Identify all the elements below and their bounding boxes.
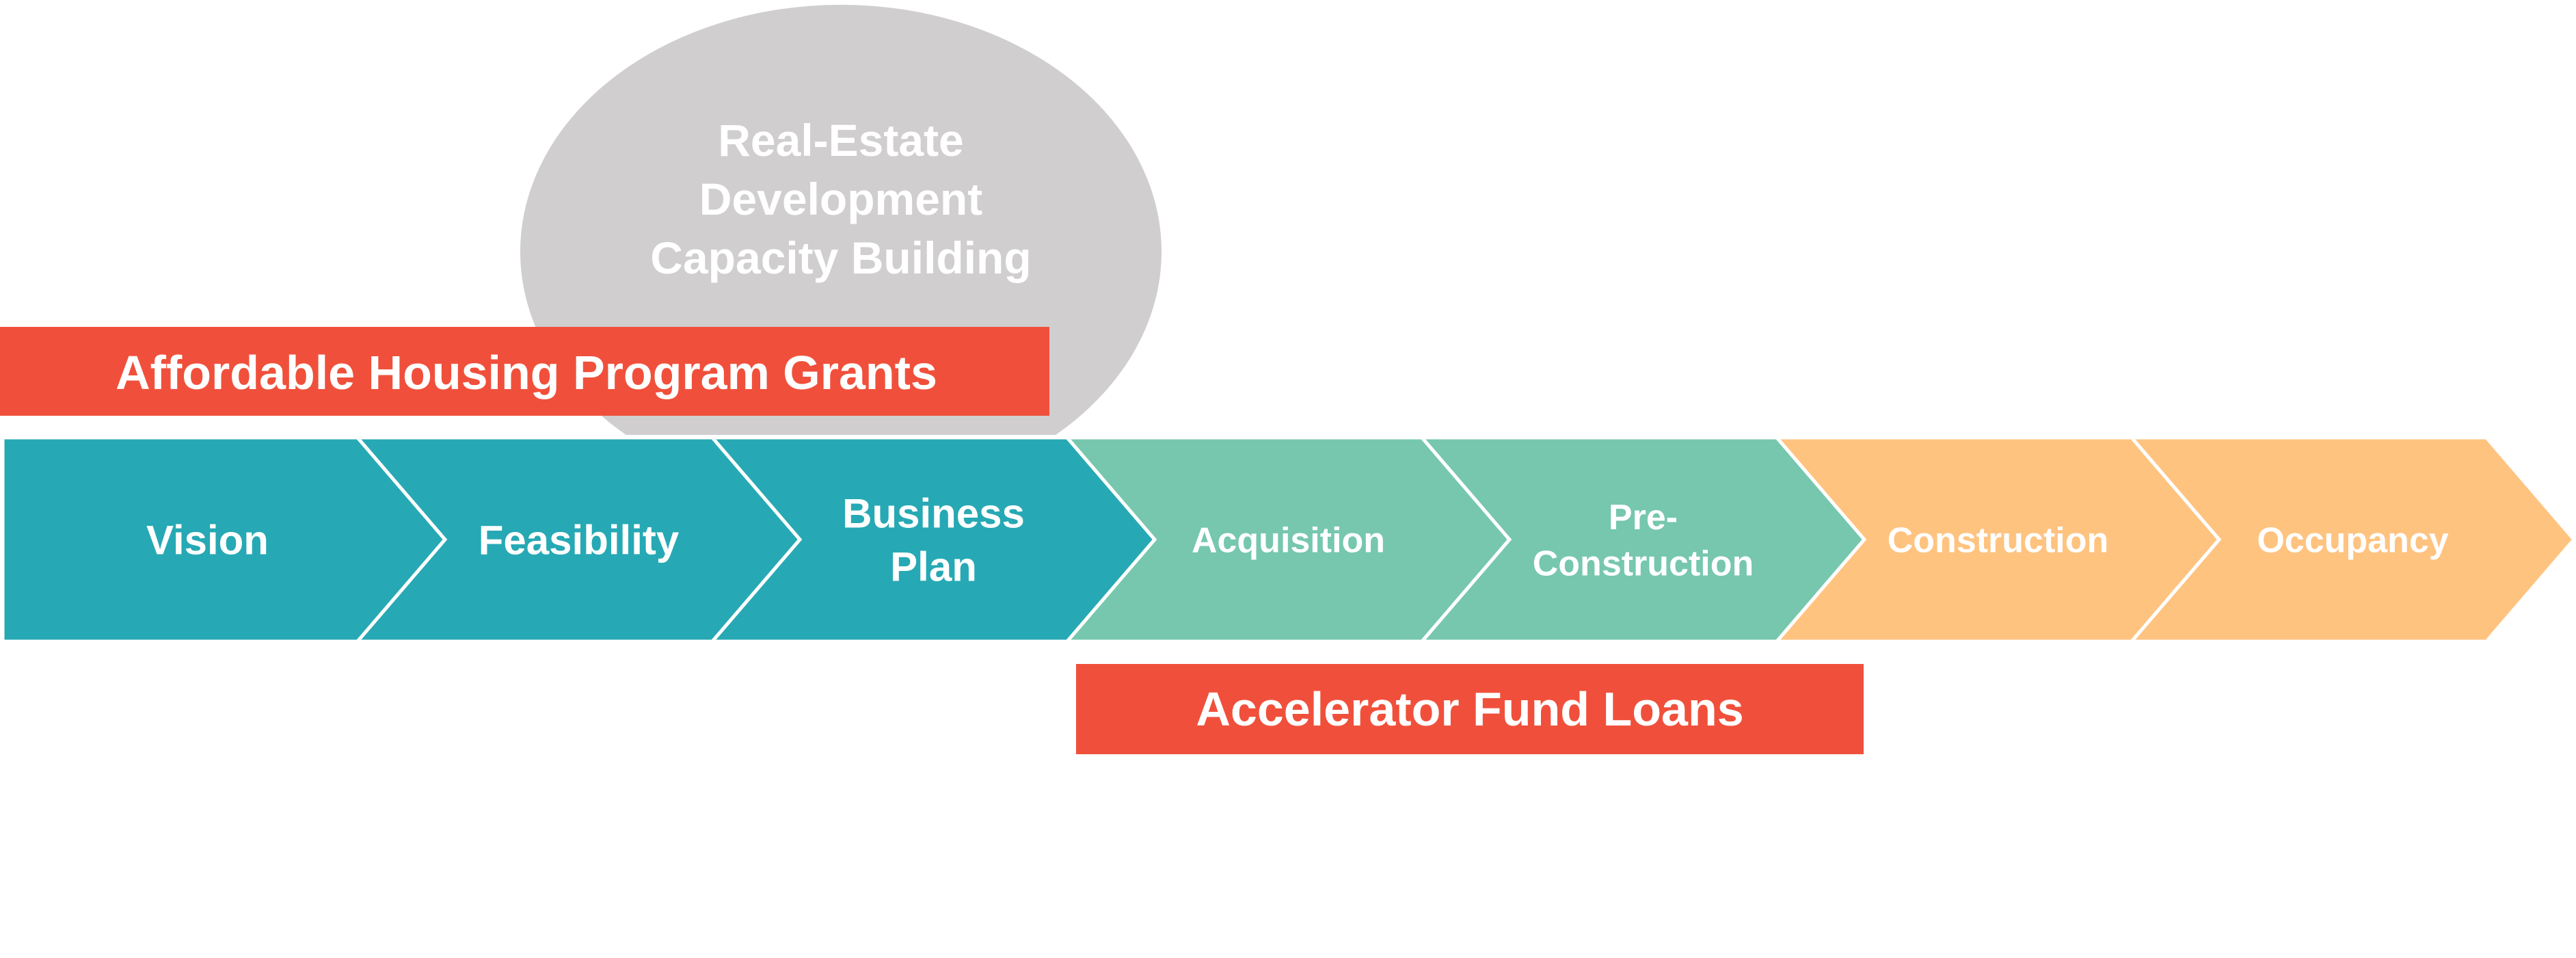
stage-label: Pre- — [1609, 498, 1678, 537]
capacity-building-label: Real-Estate Development Capacity Buildin… — [650, 115, 1031, 283]
stage-label: Occupancy — [2257, 521, 2448, 561]
stage-label: Plan — [890, 544, 977, 590]
grants-bar-label: Affordable Housing Program Grants — [116, 346, 937, 399]
bubble-line-2: Development — [699, 174, 982, 224]
stage-label: Construction — [1888, 521, 2109, 561]
stage-chevron-occupancy — [2128, 436, 2576, 643]
loans-bar-label: Accelerator Fund Loans — [1196, 682, 1743, 736]
loans-bar — [1076, 664, 1864, 754]
stage-label: Business — [842, 491, 1025, 537]
grants-bar — [0, 327, 1049, 416]
stage-label: Vision — [146, 518, 269, 563]
bubble-line-1: Real-Estate — [718, 115, 964, 165]
stage-label: Construction — [1533, 544, 1754, 584]
stage-label: Feasibility — [479, 518, 680, 563]
bubble-line-3: Capacity Building — [650, 232, 1031, 283]
stage-label: Acquisition — [1192, 521, 1385, 561]
